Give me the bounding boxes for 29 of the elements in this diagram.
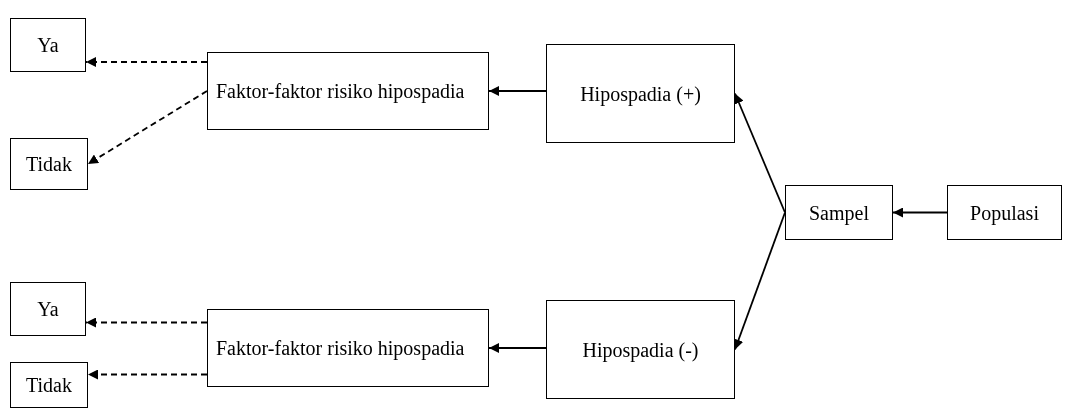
process-box bbox=[207, 309, 489, 387]
dashed-arrow bbox=[87, 369, 208, 380]
arrow bbox=[733, 211, 786, 351]
process-box bbox=[785, 185, 893, 240]
box-label: Hipospadia (-) bbox=[582, 337, 699, 363]
box-label: Ya bbox=[37, 33, 59, 58]
dashed-arrow bbox=[87, 90, 208, 165]
process-box bbox=[947, 185, 1062, 240]
arrow bbox=[892, 207, 948, 218]
box-label: Tidak bbox=[26, 373, 72, 398]
arrow bbox=[488, 86, 547, 96]
box-label: Sampel bbox=[809, 200, 869, 226]
process-box bbox=[546, 300, 735, 399]
dashed-arrow bbox=[85, 317, 208, 328]
process-box bbox=[207, 52, 489, 130]
arrow bbox=[734, 92, 786, 214]
dashed-arrow bbox=[85, 57, 208, 67]
process-box bbox=[10, 18, 86, 72]
process-box bbox=[10, 362, 88, 408]
process-box bbox=[10, 282, 86, 336]
box-label: Tidak bbox=[26, 152, 72, 177]
box-label: Faktor-faktor risiko hipospadia bbox=[216, 336, 465, 361]
box-label: Faktor-faktor risiko hipospadia bbox=[216, 79, 465, 104]
box-label: Populasi bbox=[970, 200, 1039, 226]
box-label: Hipospadia (+) bbox=[580, 81, 701, 107]
box-label: Ya bbox=[37, 297, 59, 322]
process-box bbox=[546, 44, 735, 143]
process-box bbox=[10, 138, 88, 190]
arrow bbox=[488, 343, 547, 353]
